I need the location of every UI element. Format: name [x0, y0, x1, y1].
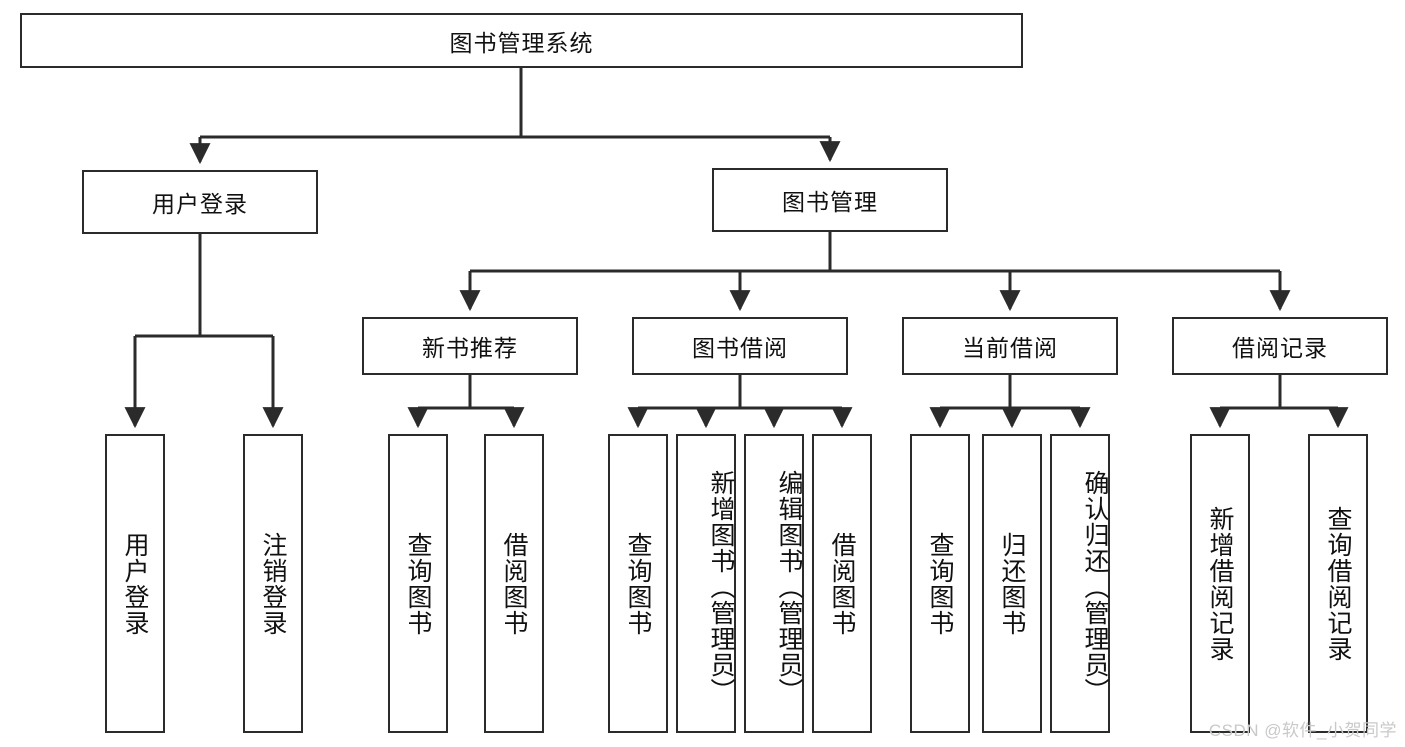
node-new-book-recommend-label: 新书推荐 [422, 335, 518, 361]
watermark: CSDN @软件_小贺同学 [1208, 721, 1397, 740]
node-user-login[interactable]: 用户登录 [82, 170, 318, 234]
node-leaf-add-book-label: 新增图书（管理员） [707, 469, 735, 704]
node-leaf-user-login[interactable]: 用户登录 [105, 434, 165, 733]
node-leaf-query-book-3[interactable]: 查询图书 [910, 434, 970, 733]
node-leaf-user-login-label: 用户登录 [121, 531, 149, 636]
node-leaf-query-book-3-label: 查询图书 [926, 531, 954, 636]
node-root[interactable]: 图书管理系统 [20, 13, 1023, 68]
node-borrow-record[interactable]: 借阅记录 [1172, 317, 1388, 375]
node-book-manage-label: 图书管理 [782, 189, 878, 215]
node-leaf-query-book-1[interactable]: 查询图书 [388, 434, 448, 733]
node-leaf-edit-book[interactable]: 编辑图书（管理员） [744, 434, 804, 733]
node-leaf-query-record-label: 查询借阅记录 [1324, 505, 1352, 662]
node-leaf-logout[interactable]: 注销登录 [243, 434, 303, 733]
node-book-borrow[interactable]: 图书借阅 [632, 317, 848, 375]
node-borrow-record-label: 借阅记录 [1232, 335, 1328, 361]
node-new-book-recommend[interactable]: 新书推荐 [362, 317, 578, 375]
node-leaf-add-record-label: 新增借阅记录 [1206, 505, 1234, 662]
node-leaf-borrow-book-1-label: 借阅图书 [500, 531, 528, 636]
node-root-label: 图书管理系统 [449, 29, 594, 56]
node-leaf-query-book-2-label: 查询图书 [624, 531, 652, 636]
node-leaf-add-book[interactable]: 新增图书（管理员） [676, 434, 736, 733]
node-leaf-confirm-return-label: 确认归还（管理员） [1081, 469, 1109, 704]
node-user-login-label: 用户登录 [152, 191, 248, 217]
node-leaf-borrow-book-2-label: 借阅图书 [828, 531, 856, 636]
node-current-borrow-label: 当前借阅 [962, 335, 1058, 361]
node-leaf-return-book-label: 归还图书 [998, 531, 1026, 636]
node-leaf-logout-label: 注销登录 [259, 531, 287, 636]
node-leaf-query-record[interactable]: 查询借阅记录 [1308, 434, 1368, 733]
node-current-borrow[interactable]: 当前借阅 [902, 317, 1118, 375]
node-leaf-confirm-return[interactable]: 确认归还（管理员） [1050, 434, 1110, 733]
node-book-borrow-label: 图书借阅 [692, 335, 788, 361]
node-leaf-add-record[interactable]: 新增借阅记录 [1190, 434, 1250, 733]
node-leaf-borrow-book-1[interactable]: 借阅图书 [484, 434, 544, 733]
node-leaf-edit-book-label: 编辑图书（管理员） [775, 469, 803, 704]
node-book-manage[interactable]: 图书管理 [712, 168, 948, 232]
node-leaf-query-book-1-label: 查询图书 [404, 531, 432, 636]
node-leaf-query-book-2[interactable]: 查询图书 [608, 434, 668, 733]
node-leaf-return-book[interactable]: 归还图书 [982, 434, 1042, 733]
node-leaf-borrow-book-2[interactable]: 借阅图书 [812, 434, 872, 733]
